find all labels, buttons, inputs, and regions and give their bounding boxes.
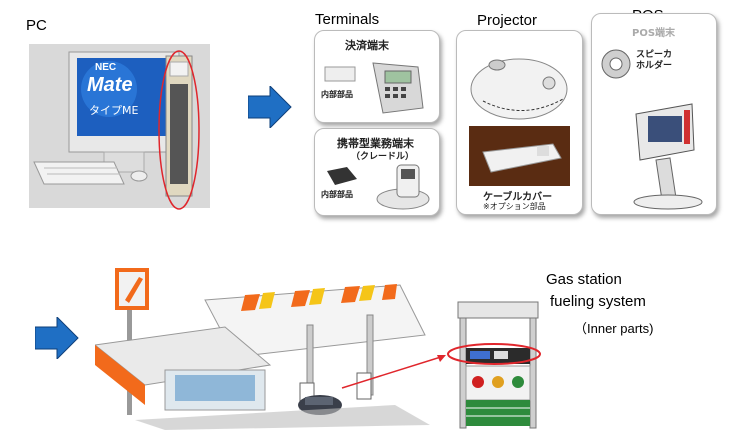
handheld-terminal-title: 携帯型業務端末 — [337, 137, 414, 150]
cable-cover-photo — [469, 126, 570, 186]
handheld-terminal-inner-parts: 内部部品 — [321, 190, 353, 199]
gas-station-label-line2: fueling system — [550, 293, 646, 310]
pc-label: PC — [26, 17, 47, 34]
handheld-terminal-subtitle: （クレードル） — [351, 152, 415, 162]
tower-highlight — [158, 50, 200, 210]
optional-part-note: ※オプション部品 — [483, 202, 546, 211]
projector-panel: ケーブルカバー ※オプション部品 — [456, 30, 583, 215]
gas-station-illustration — [95, 265, 435, 430]
flow-arrow-icon — [248, 86, 292, 128]
terminals-label: Terminals — [315, 11, 380, 28]
monitor-brand: NEC — [95, 62, 117, 73]
pointer-line — [341, 355, 446, 389]
monitor-model: Mate — [87, 74, 133, 96]
payment-terminal-title: 決済端末 — [345, 39, 389, 52]
gas-station-label-line1: Gas station — [546, 271, 622, 288]
projector-label: Projector — [477, 12, 538, 29]
payment-terminal-inner-parts: 内部部品 — [321, 90, 353, 99]
handheld-terminal-panel: 携帯型業務端末 （クレードル） 内部部品 — [314, 128, 440, 216]
pos-panel: POS端末 スピーカ ホルダー — [591, 13, 717, 215]
fuel-dispenser — [456, 300, 541, 430]
payment-terminal-panel: 決済端末 内部部品 — [314, 30, 440, 123]
flow-arrow-icon-2 — [35, 317, 79, 359]
cable-cover-caption: ケーブルカバー — [483, 192, 553, 203]
pos-header: POS端末 — [632, 28, 676, 39]
monitor-type: タイプME — [89, 104, 139, 117]
speaker-holder-label: スピーカ ホルダー — [636, 50, 673, 71]
gas-station-inner-parts: （Inner parts) — [574, 321, 654, 336]
dispenser-highlight — [447, 343, 541, 365]
